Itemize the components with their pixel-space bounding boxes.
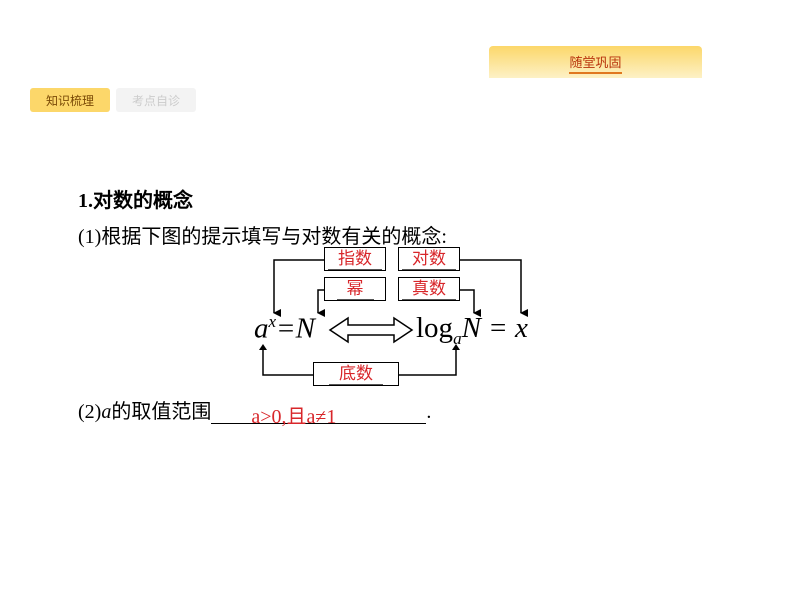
- tab-self-test[interactable]: 考点自诊: [116, 88, 196, 112]
- exponential-equation: ax=N: [254, 312, 315, 345]
- box-exponent: 指数: [324, 247, 386, 271]
- box-power: 幂: [324, 277, 386, 301]
- box-base: 底数: [313, 362, 399, 386]
- double-arrow-icon: [328, 316, 414, 344]
- box-antilog: 真数: [398, 277, 460, 301]
- answer-range: a>0,且a≠1: [251, 406, 337, 428]
- log-equation: logaN = x: [416, 312, 528, 348]
- question-1: (1)根据下图的提示填写与对数有关的概念:: [78, 226, 447, 248]
- section-heading: 1.对数的概念: [78, 190, 193, 212]
- tab-knowledge[interactable]: 知识梳理: [30, 88, 110, 112]
- box-logarithm: 对数: [398, 247, 460, 271]
- tab-review[interactable]: 随堂巩固: [489, 46, 702, 78]
